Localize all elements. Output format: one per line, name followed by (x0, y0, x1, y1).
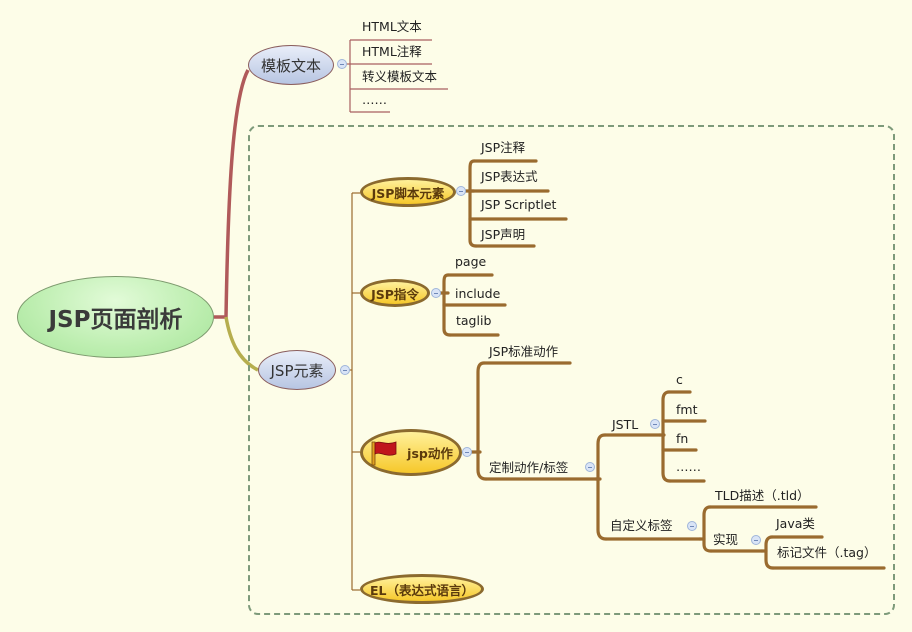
custom-tags-tld[interactable]: TLD描述（.tld） (715, 488, 810, 503)
impl-child-tag-file[interactable]: 标记文件（.tag） (777, 545, 877, 560)
collapse-jstl-icon[interactable] (650, 419, 660, 429)
impl-child-java-class[interactable]: Java类 (776, 516, 815, 531)
script-child-comment[interactable]: JSP注释 (481, 140, 526, 155)
root-label: JSP页面剖析 (48, 307, 183, 333)
link-root-elements (224, 316, 259, 372)
actions-standard[interactable]: JSP标准动作 (489, 344, 559, 359)
sub-branches (438, 159, 886, 570)
script-child-expression[interactable]: JSP表达式 (481, 169, 538, 184)
jstl-label[interactable]: JSTL (612, 417, 639, 432)
script-child-declaration[interactable]: JSP声明 (481, 227, 526, 242)
directive-child-taglib[interactable]: taglib (456, 313, 492, 328)
template-branches (340, 39, 448, 113)
collapse-custom-icon[interactable] (585, 462, 595, 472)
template-text-node[interactable]: 模板文本 (248, 45, 334, 85)
elements-trunk (340, 192, 360, 591)
script-elements-label: JSP脚本元素 (371, 185, 445, 201)
collapse-directives-icon[interactable] (431, 288, 441, 298)
el-node[interactable]: EL（表达式语言） (360, 574, 484, 604)
directives-label: JSP指令 (371, 286, 419, 302)
root-node[interactable]: JSP页面剖析 (17, 276, 214, 358)
red-flag-icon (371, 440, 397, 465)
template-child-html-comment[interactable]: HTML注释 (362, 44, 422, 59)
actions-node[interactable]: jsp动作 (360, 429, 462, 476)
el-label: EL（表达式语言） (369, 582, 474, 598)
directive-child-page[interactable]: page (455, 254, 487, 269)
collapse-actions-icon[interactable] (462, 447, 472, 457)
impl-label[interactable]: 实现 (713, 532, 739, 547)
template-text-label: 模板文本 (260, 56, 321, 75)
template-child-html-text[interactable]: HTML文本 (362, 19, 422, 34)
jsp-elements-boundary (248, 125, 895, 615)
collapse-impl-icon[interactable] (751, 535, 761, 545)
jsp-elements-label: JSP元素 (270, 361, 324, 380)
jstl-child-more[interactable]: …… (676, 459, 701, 474)
collapse-elements-icon[interactable] (340, 365, 350, 375)
jstl-child-fn[interactable]: fn (676, 431, 689, 446)
template-child-more[interactable]: …… (362, 92, 387, 107)
template-child-escaped-text[interactable]: 转义模板文本 (362, 69, 438, 84)
collapse-template-icon[interactable] (337, 59, 347, 69)
directives-node[interactable]: JSP指令 (360, 279, 430, 307)
jstl-child-c[interactable]: c (676, 372, 683, 387)
custom-tags-label[interactable]: 自定义标签 (610, 518, 673, 533)
directive-child-include[interactable]: include (455, 286, 501, 301)
jstl-child-fmt[interactable]: fmt (676, 402, 698, 417)
script-child-scriptlet[interactable]: JSP Scriptlet (481, 197, 557, 212)
script-elements-node[interactable]: JSP脚本元素 (360, 177, 456, 207)
collapse-script-icon[interactable] (456, 186, 466, 196)
jsp-elements-node[interactable]: JSP元素 (258, 350, 336, 390)
link-root-template (214, 69, 250, 319)
actions-label: jsp动作 (407, 446, 453, 461)
actions-custom-label[interactable]: 定制动作/标签 (489, 460, 569, 475)
collapse-custom-tags-icon[interactable] (687, 521, 697, 531)
